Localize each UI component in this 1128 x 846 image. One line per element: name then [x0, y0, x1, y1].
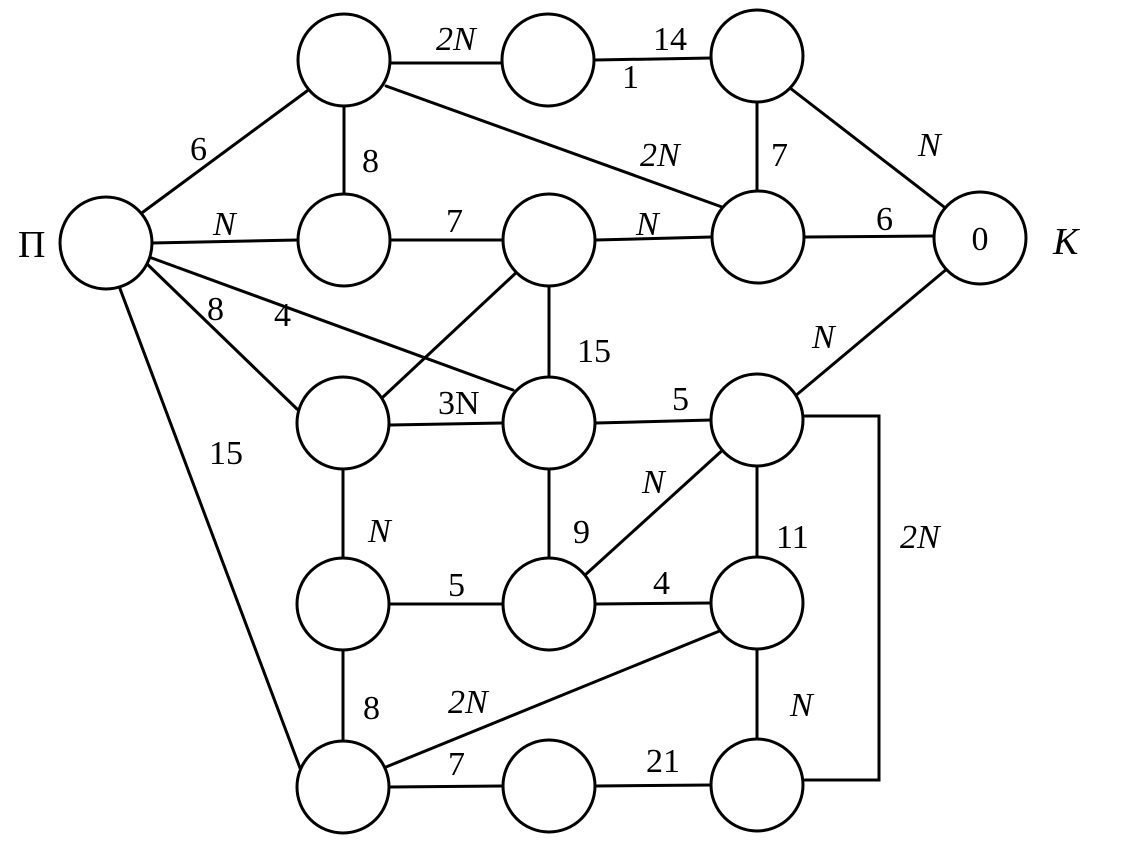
node-8 — [710, 189, 806, 285]
label-n1-n5: 8 — [362, 143, 379, 180]
node-13 — [295, 556, 391, 652]
edge-n14-n12 — [582, 445, 728, 578]
label-n10-n13: N — [367, 513, 393, 550]
label-n5-n7: 7 — [446, 203, 463, 240]
label-n2-n3-alt: 1 — [622, 59, 639, 96]
node-1 — [296, 12, 392, 108]
end-node-value: 0 — [972, 221, 989, 258]
edge-n6-n5 — [150, 238, 300, 245]
edge-n12-n9 — [792, 266, 950, 399]
edge-n10-n11 — [388, 421, 504, 427]
edge-n16-n15 — [384, 628, 724, 769]
label-n6-n10: 8 — [207, 291, 224, 328]
node-2 — [500, 12, 596, 108]
edge-n12-n18 — [803, 414, 881, 782]
label-n1-n2: 2N — [436, 21, 478, 58]
label-n12-n15: 11 — [776, 519, 809, 556]
edge-n6-n11 — [147, 255, 515, 392]
node-11 — [501, 375, 597, 471]
label-n7-n8: N — [635, 206, 661, 243]
node-12 — [709, 372, 805, 468]
edge-n3-n9 — [788, 86, 950, 212]
label-n6-n11: 4 — [274, 297, 291, 334]
node-14 — [501, 556, 597, 652]
edge-labels: 2N 14 1 6 8 2N 7 N N 7 N 6 8 4 15 N 15 3… — [190, 21, 943, 783]
label-n13-n16: 8 — [363, 690, 380, 727]
edge-n11-n12 — [594, 418, 714, 425]
label-n12-n18: 2N — [900, 519, 942, 556]
edge-n14-n15 — [594, 601, 714, 606]
node-5 — [296, 192, 392, 288]
node-15 — [709, 555, 805, 651]
label-n7-n11: 15 — [577, 333, 611, 370]
node-3 — [709, 8, 805, 104]
edge-n6-n17 — [117, 284, 302, 770]
edge-n1-n8 — [384, 84, 724, 209]
nodes — [58, 8, 1028, 835]
node-end — [932, 190, 1028, 286]
label-n16-n17: 7 — [448, 746, 465, 783]
edge-n16-n17 — [388, 784, 504, 789]
edges — [117, 56, 950, 789]
label-n14-n12: N — [641, 464, 667, 501]
end-label: K — [1052, 221, 1080, 263]
label-n11-n12: 5 — [672, 381, 689, 418]
edge-n7-n8 — [594, 235, 714, 242]
node-16 — [295, 739, 391, 835]
label-n10-n11: 3N — [438, 385, 480, 422]
edge-n7-n10 — [381, 268, 521, 399]
label-n8-n9: 6 — [876, 201, 893, 238]
label-n1-n6: 6 — [190, 131, 207, 168]
label-n12-n9: N — [811, 319, 837, 356]
label-n11-n14: 9 — [573, 514, 590, 551]
label-n14-n15: 4 — [653, 565, 670, 602]
node-7 — [501, 192, 597, 288]
edge-n6-n10 — [143, 260, 299, 411]
node-18 — [709, 737, 805, 833]
edge-n8-n9 — [803, 234, 935, 239]
node-start — [58, 195, 154, 291]
node-10 — [295, 375, 391, 471]
label-n1-n8: 2N — [640, 137, 682, 174]
edge-n2-n3 — [593, 56, 714, 62]
label-n6-n17: 15 — [209, 435, 243, 472]
label-n15-n18: N — [789, 687, 815, 724]
label-n16-n15: 2N — [448, 684, 490, 721]
label-n13-n14: 5 — [448, 567, 465, 604]
label-n3-n8: 7 — [771, 137, 788, 174]
label-n3-n9: N — [917, 127, 943, 164]
label-n2-n3: 14 — [653, 21, 687, 58]
label-n17-n18: 21 — [646, 743, 680, 780]
node-17 — [501, 738, 597, 834]
start-label: П — [18, 224, 45, 266]
edge-n17-n18 — [594, 783, 714, 788]
edge-n1-n6 — [137, 89, 309, 217]
label-n6-n5: N — [212, 206, 238, 243]
